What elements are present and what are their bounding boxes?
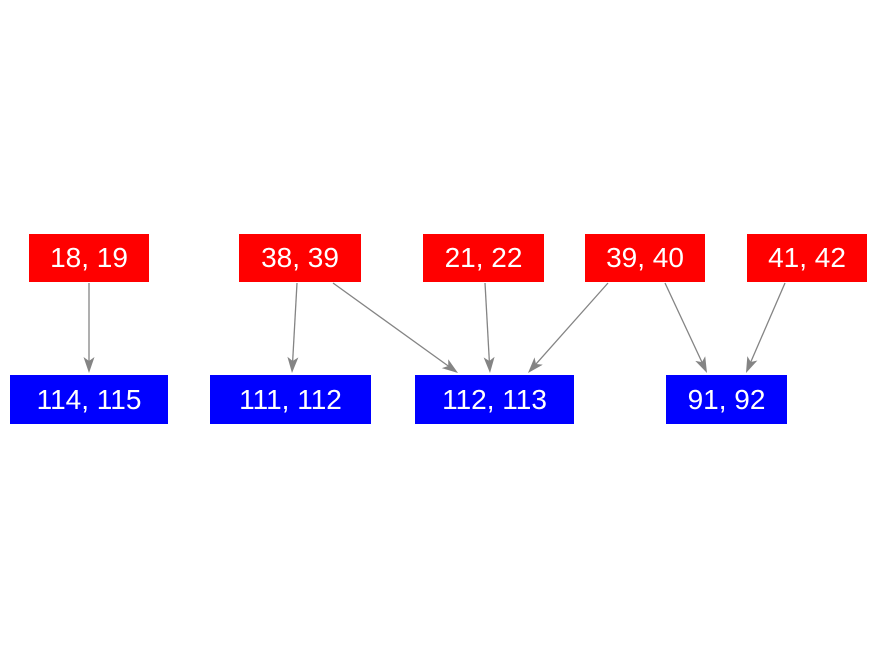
- edge-38-39-to-111-112: [287, 282, 299, 373]
- graph-node-114-115: 114, 115: [10, 375, 168, 424]
- edge-39-40-to-112-113: [527, 282, 609, 374]
- graph-node-111-112: 111, 112: [210, 375, 371, 424]
- graph-node-label: 21, 22: [444, 242, 523, 273]
- graph-node-label: 91, 92: [687, 383, 766, 415]
- graph-node-label: 18, 19: [50, 242, 128, 273]
- graph-node-21-22: 21, 22: [423, 234, 544, 282]
- graph-node-label: 38, 39: [261, 242, 339, 273]
- graph-node-label: 114, 115: [36, 383, 142, 415]
- graph-node-18-19: 18, 19: [29, 234, 149, 282]
- graph-node-39-40: 39, 40: [585, 234, 705, 282]
- graph-node-41-42: 41, 42: [747, 234, 867, 282]
- edge-38-39-to-112-113: [332, 282, 459, 373]
- edge-21-22-to-112-113: [483, 282, 495, 373]
- graph-node-label: 111, 112: [239, 383, 342, 415]
- graph-node-label: 112, 113: [442, 383, 547, 415]
- edge-group: [83, 282, 786, 374]
- graph-node-label: 39, 40: [606, 242, 684, 273]
- graph-node-112-113: 112, 113: [415, 375, 574, 424]
- graph-node-label: 41, 42: [768, 242, 846, 273]
- edge-41-42-to-91-92: [746, 282, 786, 373]
- graph-node-91-92: 91, 92: [666, 375, 787, 424]
- graph-node-38-39: 38, 39: [239, 234, 361, 282]
- edge-39-40-to-91-92: [664, 282, 707, 373]
